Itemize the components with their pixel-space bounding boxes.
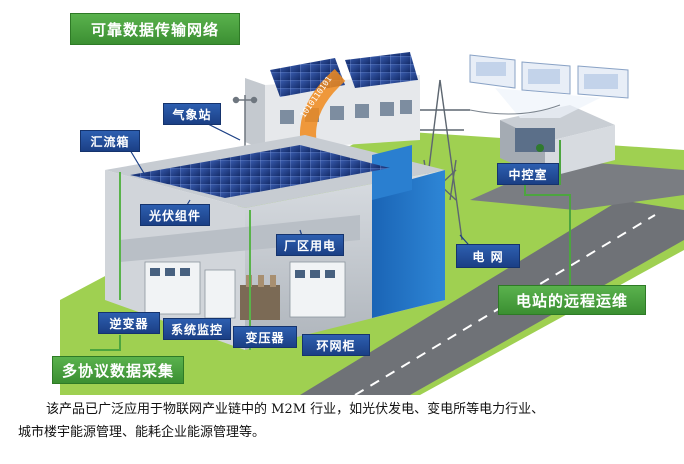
caption-line-1: 该产品已广泛应用于物联网产业链中的 M2M 行业，如光伏发电、变电所等电力行业、 (46, 402, 545, 417)
connector-lines (90, 140, 571, 351)
label-system-monitoring: 系统监控 (163, 318, 231, 340)
main-building (105, 135, 445, 350)
road-branch (470, 160, 684, 210)
label-power-grid: 电 网 (456, 244, 520, 268)
caption-line-2: 城市楼宇能源管理、能耗企业能源管理等。 (18, 425, 266, 440)
label-control-room: 中控室 (497, 163, 559, 185)
label-weather-station: 气象站 (163, 103, 221, 125)
office-building (245, 52, 420, 150)
label-ring-main-unit: 环网柜 (302, 334, 370, 356)
caption: 该产品已广泛应用于物联网产业链中的 M2M 行业，如光伏发电、变电所等电力行业、… (18, 398, 668, 444)
label-plant-power: 厂区用电 (276, 234, 344, 256)
road-line (354, 214, 656, 396)
label-remote-om: 电站的远程运维 (498, 285, 646, 315)
transformer-unit (240, 275, 280, 320)
road (300, 200, 684, 395)
label-multi-protocol: 多协议数据采集 (52, 356, 184, 384)
label-transformer: 变压器 (233, 326, 297, 348)
label-reliable-network: 可靠数据传输网络 (70, 13, 240, 45)
monitor-screens (469, 54, 629, 118)
roof-solar-array (130, 145, 390, 198)
label-combiner-box: 汇流箱 (80, 130, 140, 152)
label-pv-modules: 光伏组件 (140, 204, 210, 226)
diagram-canvas: 1010110101 (52, 13, 684, 396)
weather-mast (232, 95, 258, 150)
label-inverter: 逆变器 (98, 312, 160, 334)
